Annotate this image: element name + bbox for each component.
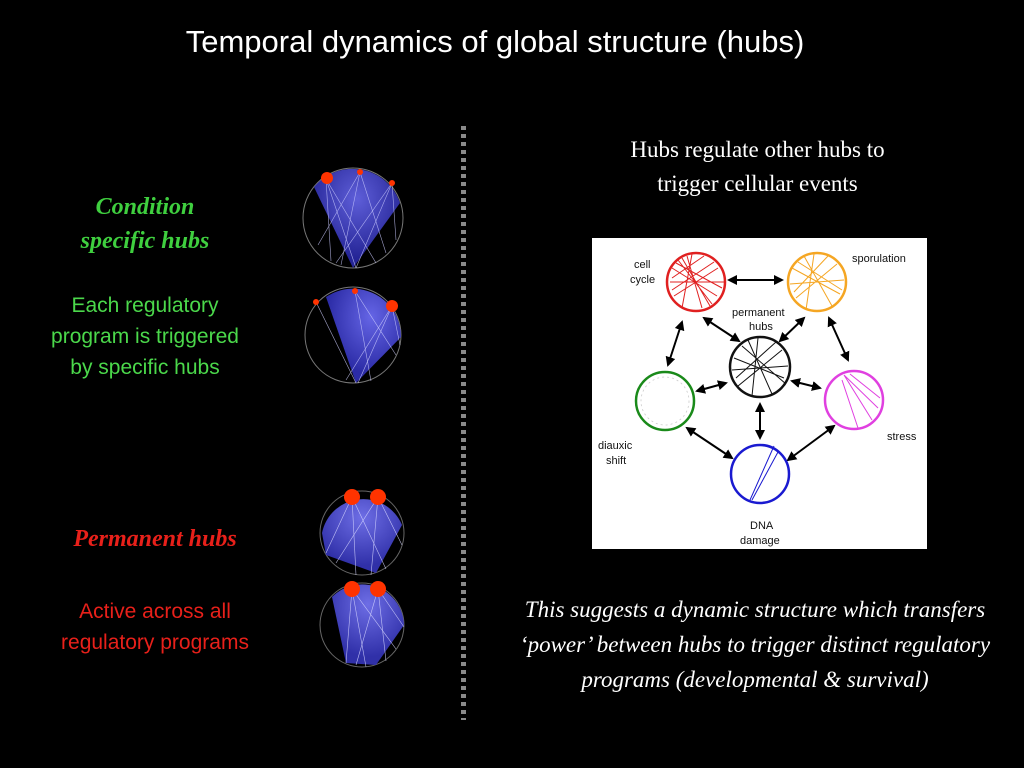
network-permanent-2 (319, 581, 405, 668)
arrows (665, 275, 850, 462)
label-diauxic-1: diauxic (598, 440, 633, 452)
diauxic-shift-cluster (634, 370, 696, 432)
label-cell-cycle-2: cycle (630, 274, 655, 286)
hub-dot (370, 489, 386, 505)
conclusion-line-3: programs (developmental & survival) (581, 667, 929, 692)
permanent-desc-line-2: regulatory programs (61, 631, 249, 654)
label-cell-cycle-1: cell (634, 259, 651, 271)
dotted-divider (461, 126, 466, 720)
condition-desc-line-2: program is triggered (51, 325, 239, 348)
right-heading-line-1: Hubs regulate other hubs to (630, 137, 885, 162)
label-dna-1: DNA (750, 520, 774, 532)
hub-dot (344, 581, 360, 597)
condition-desc-line-3: by specific hubs (70, 356, 220, 379)
conclusion-line-1: This suggests a dynamic structure which … (524, 597, 986, 622)
permanent-hubs-description: Active across all regulatory programs (30, 596, 280, 658)
hub-dot (344, 489, 360, 505)
permanent-hubs-heading: Permanent hubs (73, 526, 237, 552)
right-heading-line-2: trigger cellular events (657, 171, 858, 196)
permanent-desc-line-1: Active across all (79, 600, 231, 623)
conclusion-line-2: ‘power’ between hubs to trigger distinct… (519, 632, 991, 657)
stress-cluster (823, 369, 885, 431)
label-dna-2: damage (740, 535, 780, 547)
network-condition-1 (302, 167, 404, 269)
condition-heading-line-2: specific hubs (80, 228, 210, 254)
label-sporulation: sporulation (852, 253, 906, 265)
hub-dot (389, 180, 395, 186)
network-condition-2 (304, 286, 402, 384)
label-stress: stress (887, 431, 917, 443)
dna-damage-cluster (729, 443, 791, 505)
condition-hubs-heading: Condition specific hubs (40, 190, 250, 258)
hub-dot (370, 581, 386, 597)
cell-cycle-cluster (665, 251, 727, 313)
condition-heading-line-1: Condition (95, 194, 195, 220)
condition-desc-line-1: Each regulatory (71, 294, 219, 317)
label-diauxic-2: shift (606, 455, 626, 467)
hub-dot (357, 169, 363, 175)
sporulation-cluster (786, 251, 848, 313)
permanent-hubs-cluster (728, 335, 792, 399)
conclusion-text: This suggests a dynamic structure which … (505, 592, 1005, 697)
right-heading: Hubs regulate other hubs to trigger cell… (560, 133, 955, 201)
hub-regulation-diagram: cell cycle sporulation permanent hubs st… (592, 238, 927, 549)
hub-dot (352, 288, 358, 294)
hub-dot (313, 299, 319, 305)
network-permanent-1 (319, 489, 405, 576)
label-permanent-1: permanent (732, 307, 785, 319)
hub-dot (321, 172, 333, 184)
hub-dot (386, 300, 398, 312)
label-permanent-2: hubs (749, 321, 773, 333)
slide-title: Temporal dynamics of global structure (h… (185, 24, 805, 59)
condition-hubs-description: Each regulatory program is triggered by … (20, 290, 270, 383)
